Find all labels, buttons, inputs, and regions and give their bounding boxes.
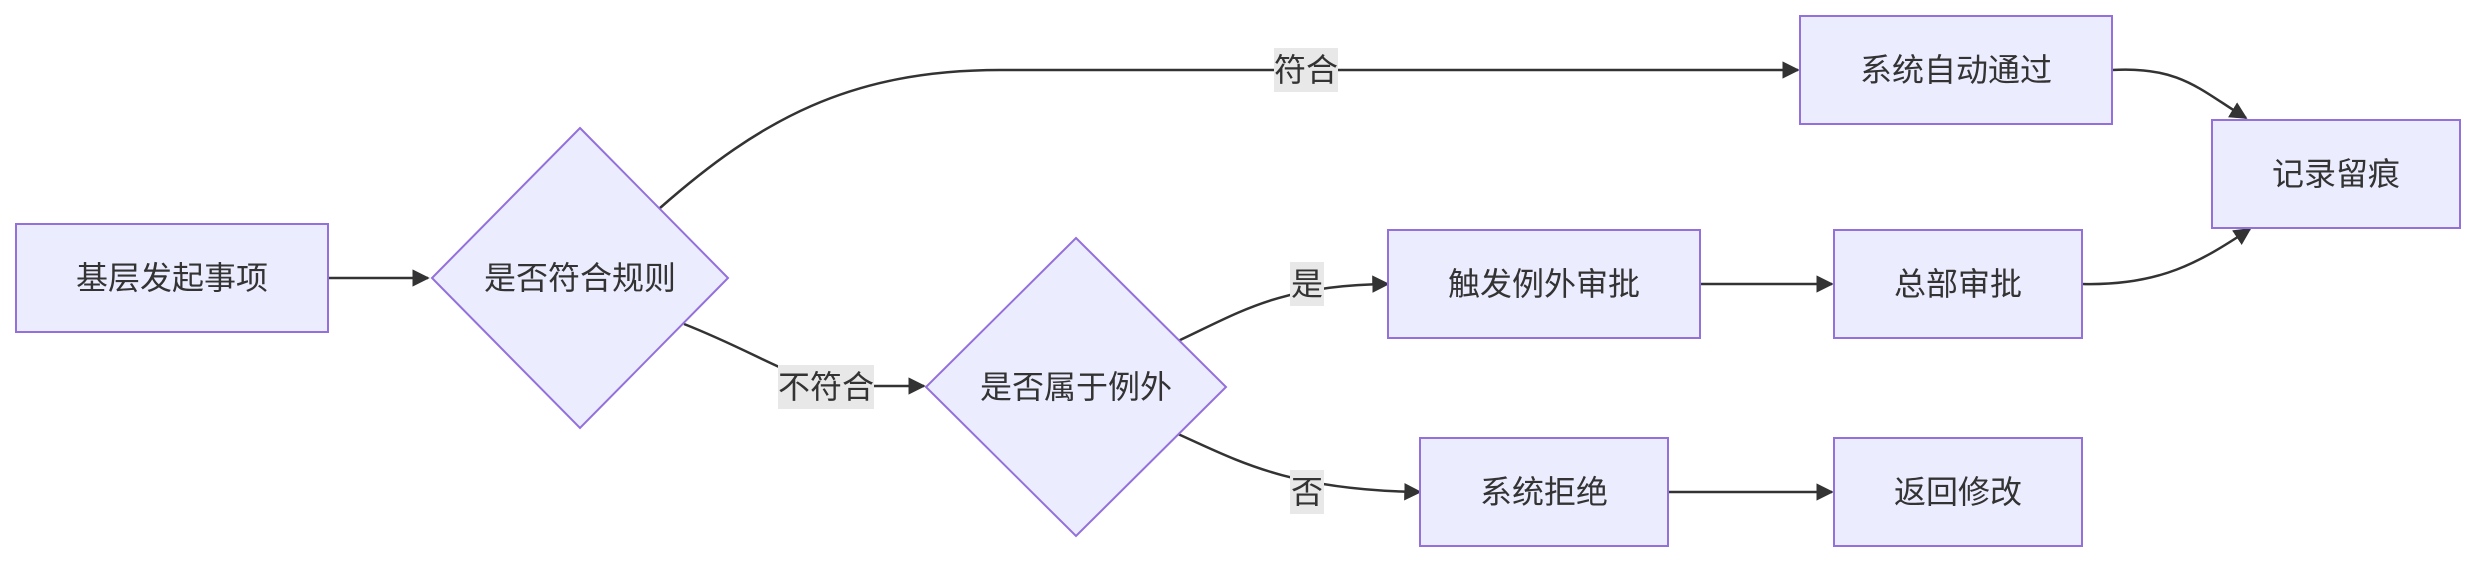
edge-hq-approval-to-record <box>2081 227 2252 286</box>
svg-text:是否符合规则: 是否符合规则 <box>484 259 676 297</box>
svg-text:返回修改: 返回修改 <box>1894 473 2022 511</box>
node-reject: 系统拒绝 <box>1419 437 1669 547</box>
svg-text:符合: 符合 <box>1274 51 1338 89</box>
svg-text:总部审批: 总部审批 <box>1894 265 2022 303</box>
svg-text:是否属于例外: 是否属于例外 <box>980 368 1172 406</box>
svg-text:系统自动通过: 系统自动通过 <box>1860 51 2052 89</box>
svg-text:不符合: 不符合 <box>778 368 874 406</box>
node-revise: 返回修改 <box>1833 437 2083 547</box>
node-hq-approval: 总部审批 <box>1833 229 2083 339</box>
edge-check-rules-to-auto-pass <box>659 61 1800 209</box>
svg-text:否: 否 <box>1291 473 1323 511</box>
svg-text:是: 是 <box>1291 265 1323 303</box>
edge-check-exception-to-reject <box>1177 432 1422 501</box>
node-check-rules: 是否符合规则 <box>430 126 730 430</box>
node-check-exception: 是否属于例外 <box>924 236 1228 538</box>
edge-label-no: 否 <box>1290 470 1324 514</box>
node-exception-approval: 触发例外审批 <box>1387 229 1701 339</box>
node-record: 记录留痕 <box>2211 119 2461 229</box>
svg-text:记录留痕: 记录留痕 <box>2272 155 2400 193</box>
svg-text:触发例外审批: 触发例外审批 <box>1448 265 1640 303</box>
edge-label-not-conform: 不符合 <box>778 365 874 409</box>
edge-label-yes: 是 <box>1290 262 1324 306</box>
svg-text:系统拒绝: 系统拒绝 <box>1480 473 1608 511</box>
node-start: 基层发起事项 <box>15 223 329 333</box>
edge-auto-pass-to-record <box>2111 68 2248 120</box>
edge-check-exception-to-exception-approval <box>1177 275 1390 343</box>
svg-text:基层发起事项: 基层发起事项 <box>76 259 268 297</box>
edge-label-conform: 符合 <box>1274 48 1338 92</box>
node-auto-pass: 系统自动通过 <box>1799 15 2113 125</box>
